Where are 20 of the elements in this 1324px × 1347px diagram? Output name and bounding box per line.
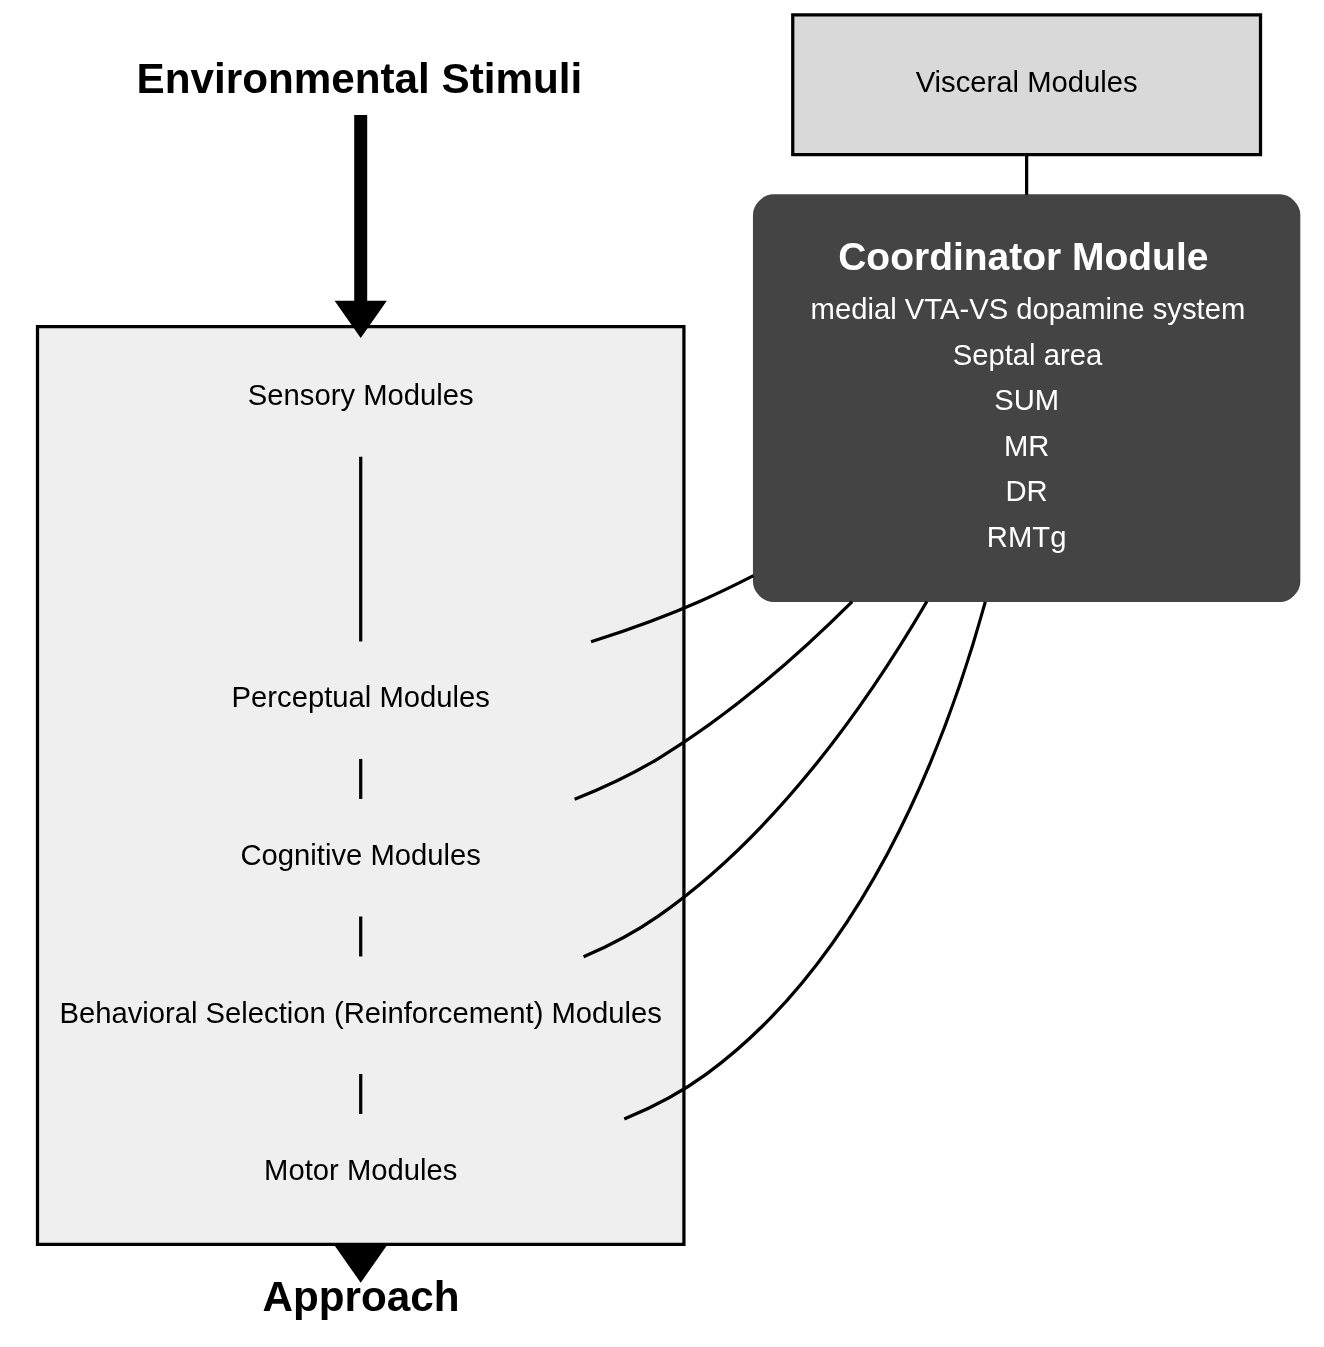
node-text: Sensory Modules bbox=[247, 379, 474, 412]
node-text: Approach bbox=[262, 1272, 460, 1320]
connector bbox=[359, 1074, 363, 1114]
connector bbox=[359, 456, 363, 642]
connector bbox=[1025, 155, 1029, 195]
connector bbox=[574, 600, 854, 801]
node-text: Cognitive Modules bbox=[240, 838, 481, 871]
connector bbox=[623, 601, 987, 1121]
node-box: Coordinator Module medial VTA-VS dopamine system Septal area SUM MR DR RMTg bbox=[752, 194, 1301, 603]
node-text: Environmental Stimuli bbox=[136, 55, 583, 103]
arrow bbox=[334, 115, 387, 339]
connector bbox=[590, 574, 755, 644]
connector bbox=[359, 758, 363, 799]
connector bbox=[359, 916, 363, 957]
connector bbox=[582, 600, 929, 959]
node-text: Perceptual Modules bbox=[231, 681, 490, 714]
node-box: Visceral Modules bbox=[791, 13, 1263, 157]
cluster bbox=[35, 325, 686, 1247]
node-text: Motor Modules bbox=[264, 1154, 458, 1187]
node-text: Behavioral Selection (Reinforcement) Modules bbox=[59, 996, 662, 1029]
